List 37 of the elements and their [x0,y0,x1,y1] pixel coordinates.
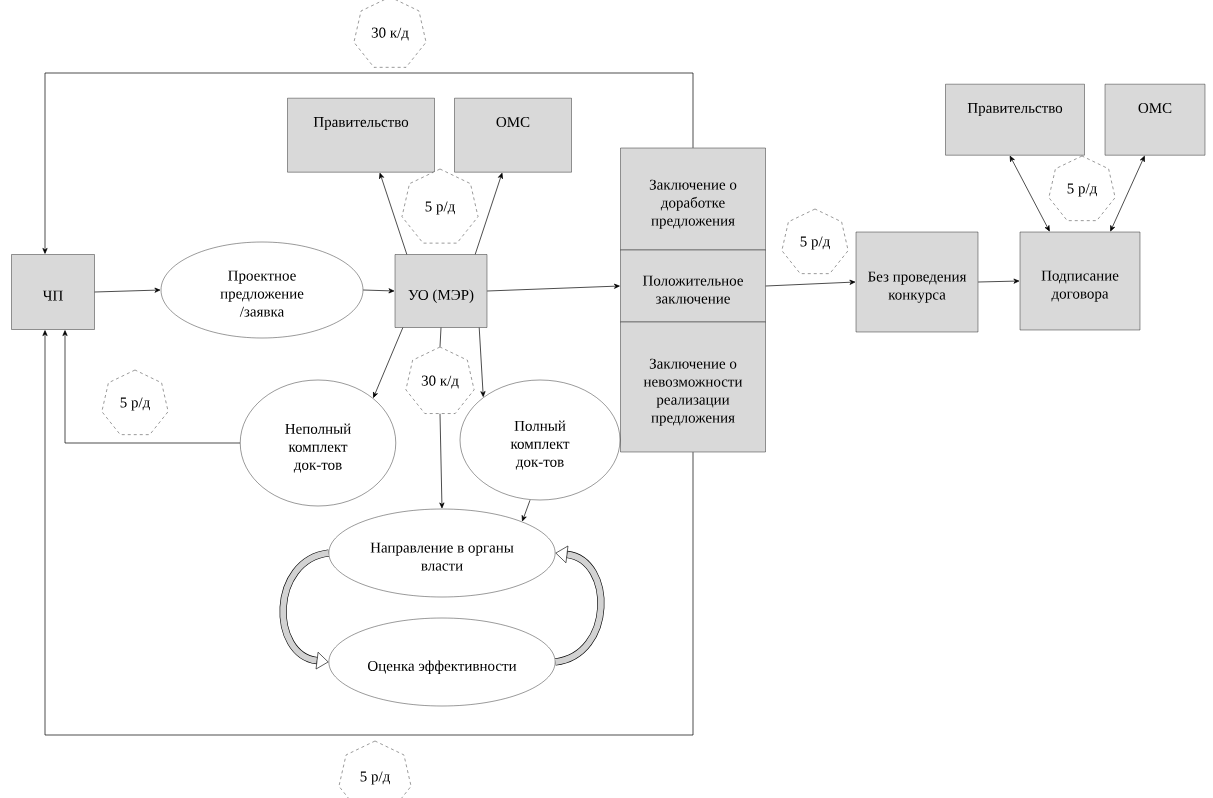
connector-line [439,327,442,348]
arrow [765,279,856,287]
arrow [474,172,503,255]
arrow [521,499,531,522]
process-box: Правительство [945,84,1085,156]
arrow [439,413,445,509]
process-box: Положительное заключение [620,249,766,323]
arrow [62,330,241,444]
process-box: Без проведения конкурса [855,231,979,333]
process-box: ОМС [1104,84,1206,156]
time-heptagon: 5 р/д [781,208,849,274]
arrow [362,288,395,294]
process-box: Заключение о невозможности реализации предложения [620,321,766,453]
arrow [379,172,408,255]
curved-block-arrow [554,545,605,666]
time-heptagon: 5 р/д [1048,155,1116,221]
process-box: УО (МЭР) [394,254,488,328]
process-box: Заключение о доработке предложения [620,147,766,251]
arrow [42,330,694,736]
curved-block-arrow [279,549,330,670]
time-heptagon: 30 к/д [353,0,427,68]
arrow [42,72,694,254]
arrow [1110,155,1145,232]
arrow [486,283,620,292]
time-heptagon: 30 к/д [405,346,475,414]
time-heptagon: 5 р/д [338,740,412,798]
process-box: ЧП [11,254,95,330]
process-box: Подписание договора [1019,231,1141,331]
arrow [373,327,404,398]
process-box: ОМС [454,98,572,173]
arrow [94,287,161,293]
arrow [1009,155,1050,232]
time-heptagon: 5 р/д [401,168,479,244]
process-box: Правительство [287,98,435,173]
arrow [977,278,1020,284]
arrow [478,327,486,397]
time-heptagon: 5 р/д [101,369,169,435]
